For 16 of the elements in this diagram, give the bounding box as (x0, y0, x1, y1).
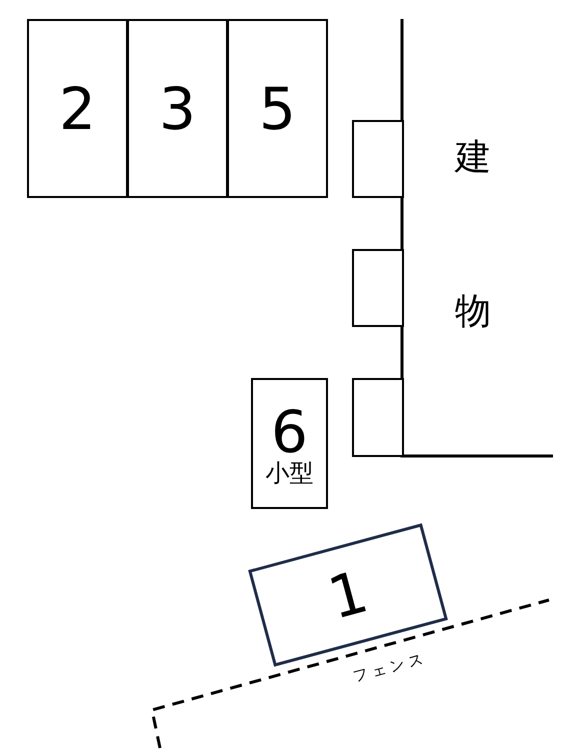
space-number: 3 (159, 80, 196, 138)
empty-space-box (352, 120, 404, 198)
parking-space (127, 19, 228, 198)
space-number: 2 (59, 80, 96, 138)
empty-space-box (352, 378, 404, 457)
parking-space (251, 378, 328, 509)
parking-space (27, 19, 128, 198)
space-number: 5 (259, 80, 296, 138)
building-label: 建 (455, 140, 491, 176)
space-note: 小型 (266, 460, 314, 484)
parking-space (227, 19, 328, 198)
fence-label: フェンス (351, 650, 429, 685)
building-label: 物 (455, 294, 491, 330)
space-number: 1 (322, 562, 374, 628)
space-number: 6 (271, 402, 308, 460)
empty-space-box (352, 249, 404, 327)
